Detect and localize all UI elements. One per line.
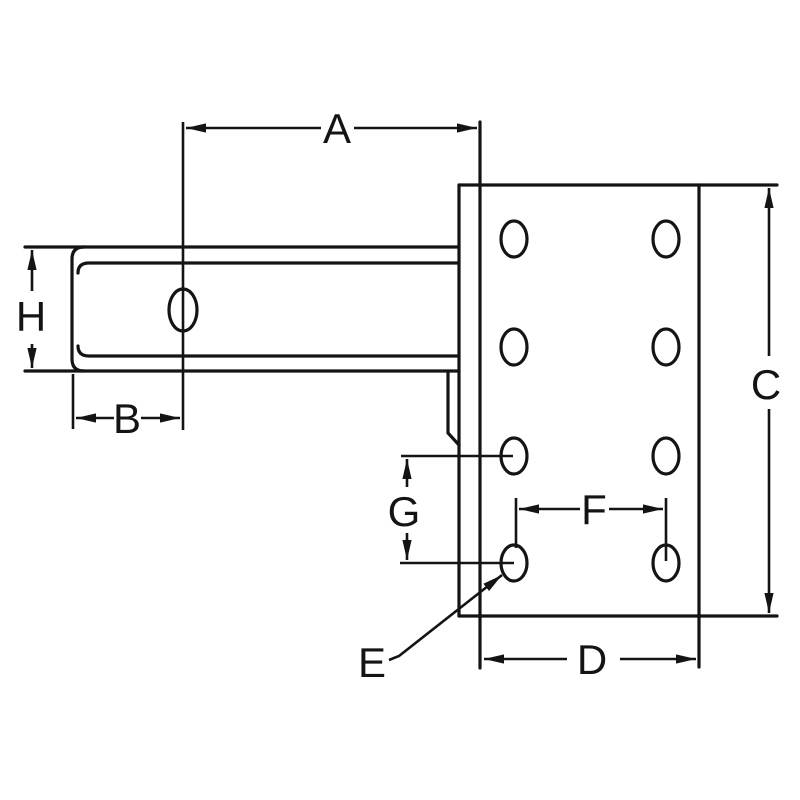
bolt-hole-r2c2 (651, 327, 681, 367)
support-gusset (446, 370, 461, 447)
shank-tube (23, 245, 461, 373)
dimension-label-e: E (358, 639, 386, 686)
mounting-plate (457, 120, 779, 670)
dimension-h: H (16, 250, 46, 368)
dimension-a: A (181, 105, 477, 430)
dimension-e: E (358, 573, 503, 686)
dimension-c: C (751, 188, 781, 613)
dimension-label-h: H (16, 293, 46, 340)
bolt-hole-r1c2 (651, 219, 681, 259)
dimension-g: G (388, 454, 514, 565)
bolt-hole-r2c1 (499, 327, 529, 367)
shank-inner-bottom (76, 344, 461, 358)
shank-inner-top (76, 261, 461, 275)
gusset-profile (446, 370, 461, 447)
dimension-f: F (514, 486, 668, 561)
dimension-label-f: F (581, 486, 607, 533)
shank-left-cap (70, 245, 86, 373)
dimension-label-c: C (751, 361, 781, 408)
dimension-label-a: A (323, 105, 351, 152)
bolt-hole-r1c1 (499, 219, 529, 259)
dimension-label-b: B (113, 395, 141, 442)
bolt-hole-r3c2 (651, 436, 681, 476)
dimension-b: B (71, 374, 180, 442)
dimension-label-d: D (577, 636, 607, 683)
dim-e-leader (388, 573, 503, 662)
dimension-d: D (484, 636, 696, 683)
dimension-label-g: G (388, 488, 421, 535)
